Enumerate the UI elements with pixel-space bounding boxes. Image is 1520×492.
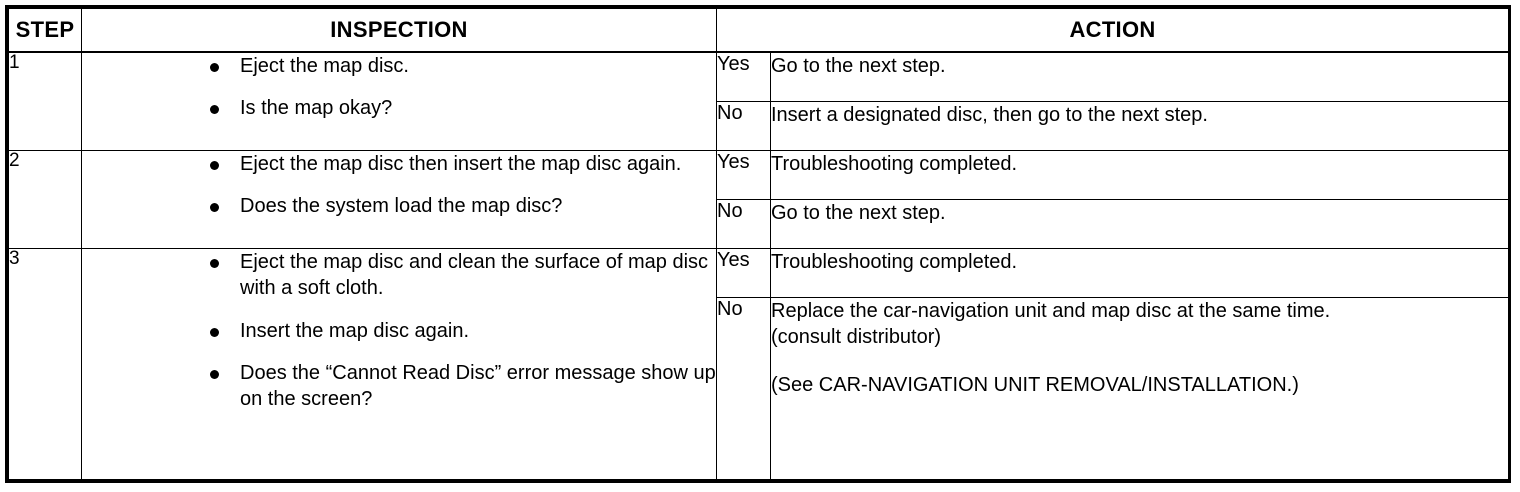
action-cell: Replace the car-navigation unit and map … [769,296,1510,481]
table-header-row: STEP INSPECTION ACTION [8,8,1510,53]
result-label-cell: No [716,101,771,151]
inspection-bullet-list: Eject the map disc. Is the map okay? [82,53,716,122]
action-line: Troubleshooting completed. [771,153,1018,175]
action-line: Insert a designated disc, then go to the… [771,104,1208,127]
result-label-cell: Yes [716,150,771,200]
step-number-cell: 1 [8,51,82,151]
action-cell: Troubleshooting completed. [769,247,1510,298]
troubleshooting-table: STEP INSPECTION ACTION 1 [8,8,1510,481]
result-label-cell: No [716,296,771,481]
inspection-bullet-item: Insert the map disc again. [82,318,716,344]
action-line: Go to the next step. [771,55,946,77]
step-number-cell: 2 [8,150,82,249]
result-label-no: No [717,199,743,222]
header-label-inspection: INSPECTION [330,16,468,42]
action-line: (See CAR-NAVIGATION UNIT REMOVAL/INSTALL… [771,374,1299,397]
action-cell: Go to the next step. [769,51,1510,103]
troubleshooting-table-wrapper: STEP INSPECTION ACTION 1 [5,5,1511,483]
inspection-bullet-item: Does the “Cannot Read Disc” error messag… [82,360,716,413]
result-label-no: No [717,297,743,320]
action-cell: Go to the next step. [769,198,1510,249]
result-label-cell: Yes [716,247,771,298]
inspection-cell: Eject the map disc. Is the map okay? [81,51,717,151]
action-line: Replace the car-navigation unit and map … [771,299,1331,322]
inspection-bullet-item: Eject the map disc and clean the surface… [82,249,716,302]
header-label-step: STEP [15,16,75,42]
step-number: 2 [9,150,20,171]
table-row: No Replace the car-navigation unit and m… [9,296,1510,481]
inspection-cell: Eject the map disc and clean the surface… [81,247,717,481]
action-spacer [771,350,1508,372]
action-cell: Insert a designated disc, then go to the… [769,101,1510,151]
result-label-yes: Yes [717,151,750,173]
header-label-action: ACTION [1069,16,1156,42]
inspection-bullet-item: Eject the map disc then insert the map d… [82,151,716,177]
header-cell-action: ACTION [715,8,1510,53]
step-number: 3 [9,247,20,269]
result-label-cell: No [716,198,771,249]
inspection-cell: Eject the map disc then insert the map d… [81,150,717,249]
step-number: 1 [9,52,20,73]
table-row: 1 Eject the map disc. Is the map okay? Y… [8,51,1510,151]
action-line: Go to the next step. [771,201,946,224]
table-row: 2 Eject the map disc then insert the map… [8,150,1510,249]
header-cell-inspection: INSPECTION [81,8,717,53]
inspection-bullet-list: Eject the map disc then insert the map d… [82,151,716,220]
header-cell-step: STEP [8,8,82,53]
table-row: 3 Eject the map disc and clean the surfa… [8,247,1510,481]
step-number-cell: 3 [8,247,82,481]
inspection-bullet-list: Eject the map disc and clean the surface… [82,249,716,413]
action-cell: Troubleshooting completed. [769,150,1510,200]
result-label-cell: Yes [716,51,771,103]
result-label-yes: Yes [717,53,750,75]
inspection-bullet-item: Is the map okay? [82,95,716,121]
result-label-yes: Yes [717,248,750,271]
action-line: Troubleshooting completed. [771,250,1018,273]
inspection-bullet-item: Does the system load the map disc? [82,193,716,219]
inspection-bullet-item: Eject the map disc. [82,53,716,79]
table-row: No Insert a designated disc, then go to … [9,101,1510,151]
result-label-no: No [717,102,743,125]
action-line: (consult distributor) [771,326,942,349]
table-row: No Go to the next step. [9,198,1510,249]
